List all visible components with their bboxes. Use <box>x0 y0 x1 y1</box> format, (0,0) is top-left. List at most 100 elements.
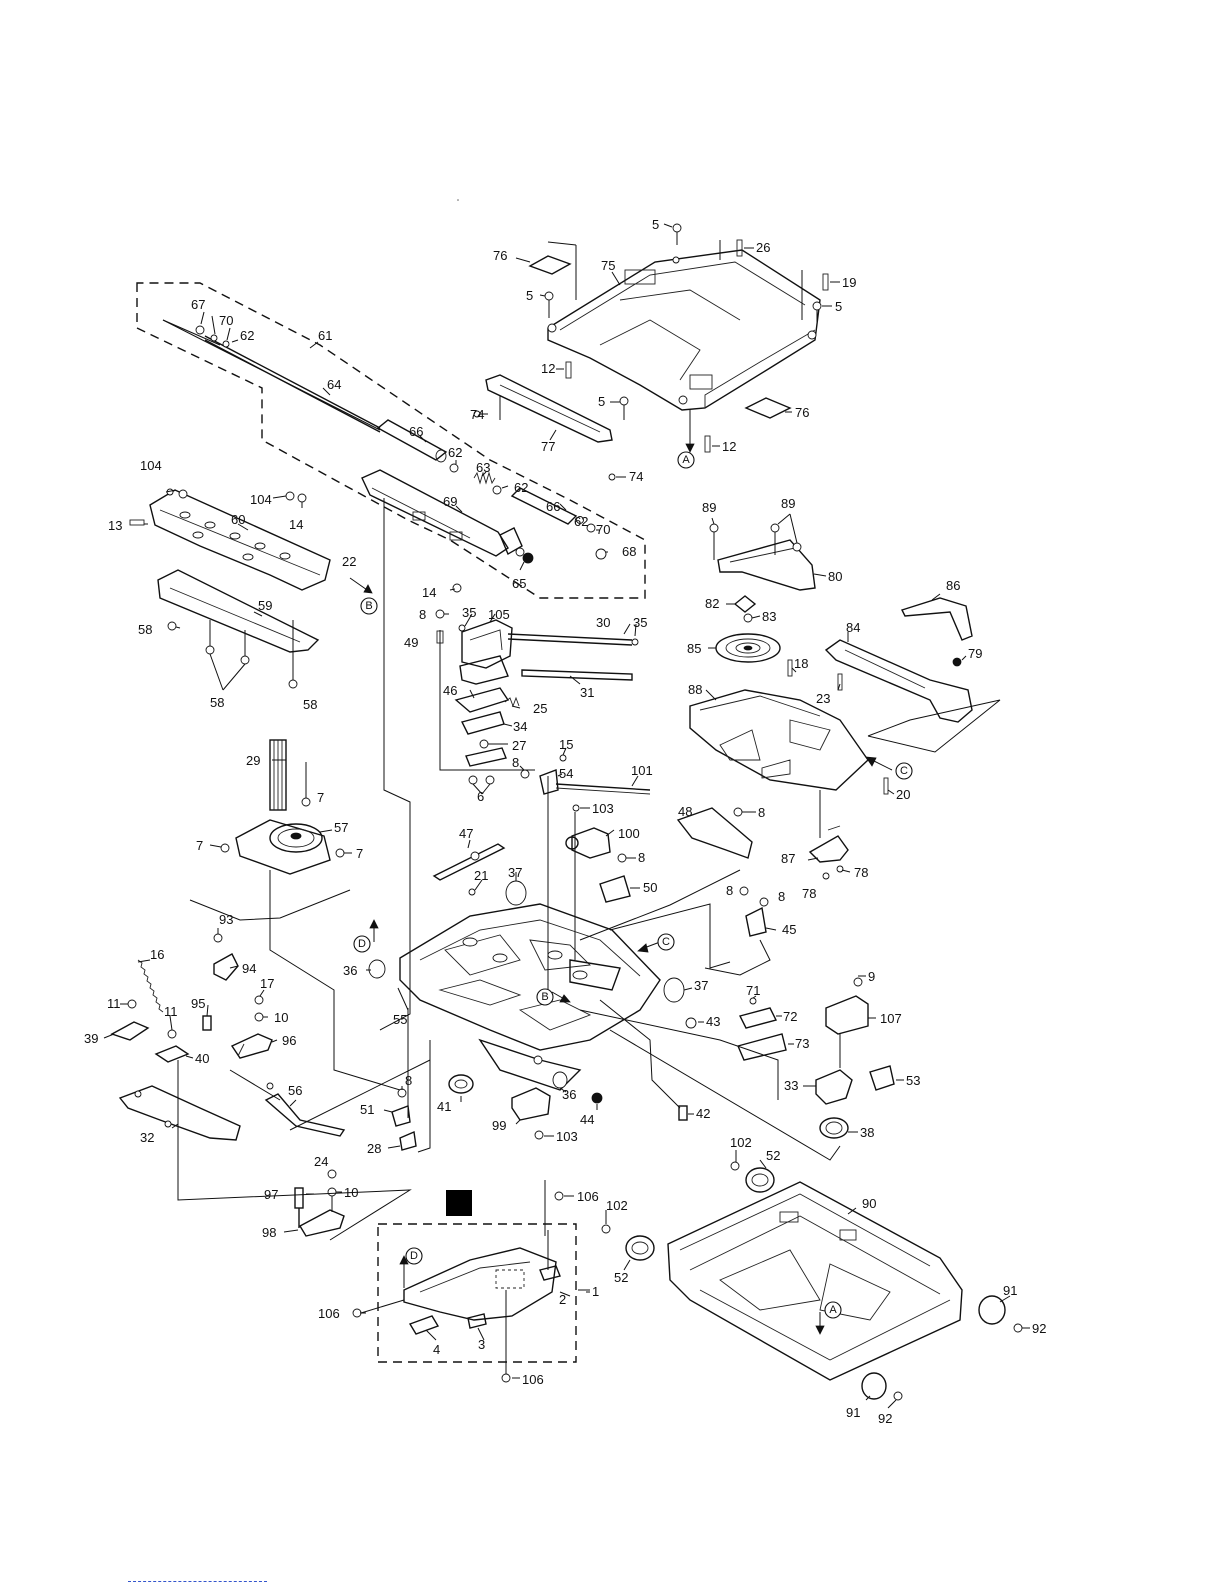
callout: 72 <box>783 1009 797 1024</box>
callout: 9 <box>868 969 875 984</box>
callout: 8 <box>512 755 519 770</box>
callout: 16 <box>150 947 164 962</box>
callout: 91 <box>1003 1283 1017 1298</box>
callout: 22 <box>342 554 356 569</box>
callout: 18 <box>794 656 808 671</box>
lever-47 <box>432 843 506 881</box>
callout: 80 <box>828 569 842 584</box>
callout: 28 <box>367 1141 381 1156</box>
parts-17-10-95 <box>202 995 264 1031</box>
callout: 104 <box>140 458 162 473</box>
callout: 58 <box>138 622 152 637</box>
ref-B-center: B <box>536 988 554 1006</box>
callout: 11 <box>164 1004 178 1019</box>
callout: 66 <box>409 424 423 439</box>
assembly-lines <box>177 498 841 1270</box>
callout: 13 <box>108 518 122 533</box>
ref-B-upper: B <box>360 597 378 615</box>
callout: 96 <box>282 1033 296 1048</box>
callout: 33 <box>784 1078 798 1093</box>
callout: 77 <box>541 439 555 454</box>
pcb-box-1 <box>352 1191 590 1383</box>
callout: 78 <box>854 865 868 880</box>
callout: 35 <box>462 605 476 620</box>
head-105 <box>435 609 513 685</box>
callout: 60 <box>231 512 245 527</box>
leaders-misc <box>103 311 1030 1409</box>
arrow-C-right <box>865 756 893 771</box>
pad-76-upper <box>528 255 572 275</box>
callout: 68 <box>622 544 636 559</box>
motor-100 <box>565 804 611 859</box>
callout: 49 <box>404 635 418 650</box>
callout: 70 <box>219 313 233 328</box>
callout: 48 <box>678 804 692 819</box>
screws-upper <box>473 223 829 481</box>
part-87 <box>808 825 849 880</box>
callout: 76 <box>795 405 809 420</box>
callout: 54 <box>559 766 573 781</box>
arrow-22-B <box>349 577 373 594</box>
callout: 57 <box>334 820 348 835</box>
callout: 1 <box>592 1284 599 1299</box>
callout: 63 <box>476 460 490 475</box>
bottom-frame-90 <box>667 1181 963 1381</box>
callout: 42 <box>696 1106 710 1121</box>
shaft-31 <box>521 669 633 681</box>
callout: 14 <box>289 517 303 532</box>
callout: 102 <box>730 1135 752 1150</box>
callout: 8 <box>778 889 785 904</box>
callout: 4 <box>433 1342 440 1357</box>
leaders-upper <box>480 223 840 478</box>
callout: 5 <box>526 288 533 303</box>
parts-107-33-53-38 <box>815 977 895 1139</box>
ref-label: C <box>662 936 670 948</box>
callout: 65 <box>512 576 526 591</box>
callout: 98 <box>262 1225 276 1240</box>
ref-label: D <box>358 938 366 950</box>
ref-C-center: C <box>657 933 675 951</box>
callout: 36 <box>562 1087 576 1102</box>
callout: 56 <box>288 1083 302 1098</box>
callout: 8 <box>405 1073 412 1088</box>
callout: 38 <box>860 1125 874 1140</box>
ref-label: C <box>900 765 908 777</box>
callout: 39 <box>84 1031 98 1046</box>
lever-96 <box>230 1033 273 1059</box>
callout: 36 <box>343 963 357 978</box>
callout: 101 <box>631 763 653 778</box>
disc-36-left <box>368 959 386 979</box>
callout: 40 <box>195 1051 209 1066</box>
parts-39-40-11 <box>110 999 190 1063</box>
ref-A-upper: A <box>677 414 695 469</box>
callout: 53 <box>906 1073 920 1088</box>
part-50 <box>599 853 631 903</box>
ref-C-right: C <box>895 762 913 780</box>
callout: 78 <box>802 886 816 901</box>
flex-cable-29 <box>269 739 287 811</box>
part-54-101 <box>520 754 651 795</box>
disc-37-right <box>663 977 685 1003</box>
callout: 14 <box>422 585 436 600</box>
callout: 61 <box>318 328 332 343</box>
callout: 74 <box>470 407 484 422</box>
callout: 35 <box>633 615 647 630</box>
plate-32 <box>118 1085 241 1141</box>
callout: 20 <box>896 787 910 802</box>
callout: 62 <box>448 445 462 460</box>
callout: 94 <box>242 961 256 976</box>
callout: 5 <box>652 217 659 232</box>
ref-label: B <box>541 991 548 1003</box>
spring-63 <box>449 463 502 495</box>
callout: 31 <box>580 685 594 700</box>
callout: 30 <box>596 615 610 630</box>
ref-D-pcb: D <box>405 1247 423 1265</box>
callout: 8 <box>758 805 765 820</box>
pad-76-lower <box>744 397 792 419</box>
feet-91-92 <box>861 1295 1023 1401</box>
callout: 50 <box>643 880 657 895</box>
callout: 66 <box>546 499 560 514</box>
callout: 95 <box>191 996 205 1011</box>
callout: 75 <box>601 258 615 273</box>
